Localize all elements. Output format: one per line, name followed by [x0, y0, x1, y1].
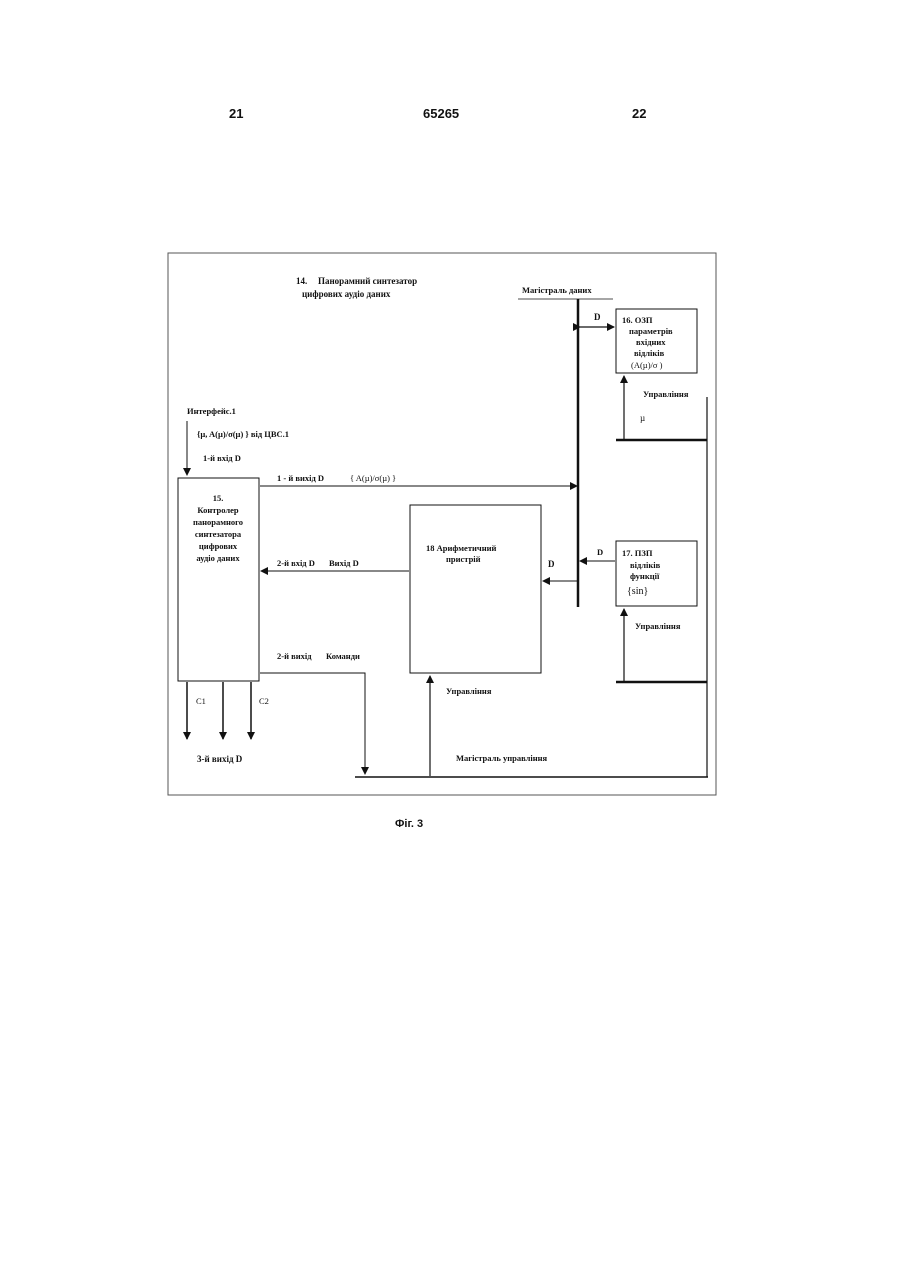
alu-control-label: Управління	[446, 686, 492, 696]
alu-output-label: Вихід D	[329, 558, 359, 568]
rom-line2: відліків	[630, 560, 661, 570]
ram-d-label: D	[594, 312, 601, 322]
output1-params: { A(µ)/σ(µ) }	[350, 473, 396, 483]
controller-line5: цифрових	[199, 541, 238, 551]
ram-line4: відліків	[634, 348, 665, 358]
controller-line1: 15.	[213, 493, 224, 503]
controller-line2: Контролер	[197, 505, 239, 515]
controller-line6: аудіо даних	[196, 553, 240, 563]
alu-line1: 18 Арифметичний	[426, 543, 496, 553]
alu-block	[410, 505, 541, 673]
diagram-title-line1: Панорамний синтезатор	[318, 276, 417, 286]
interface-params: {µ, A(µ)/σ(µ) } від ЦВС.1	[197, 429, 289, 439]
interface-label: Интерфейс.1	[187, 406, 236, 416]
rom-d-label: D	[597, 547, 603, 557]
output3-label: 3-й вихід D	[197, 754, 243, 764]
control-bus-label: Магістраль управління	[456, 753, 548, 763]
c2-label: C2	[259, 696, 269, 706]
commands-arrow	[260, 673, 365, 774]
alu-line2: пристрій	[446, 554, 481, 564]
data-bus-label: Магістраль даних	[522, 285, 592, 295]
rom-line4: {sin}	[627, 586, 648, 597]
alu-d-label: D	[548, 559, 555, 569]
c1-label: C1	[196, 696, 206, 706]
ram-line5: (A(µ)/σ )	[631, 360, 663, 370]
input2-label: 2-й вхід D	[277, 558, 315, 568]
mu-label: µ	[640, 413, 645, 423]
rom-line1: 17. ПЗП	[622, 548, 653, 558]
controller-line3: панорамного	[193, 517, 243, 527]
diagram-title-number: 14.	[296, 276, 307, 286]
output2-label: 2-й вихід	[277, 651, 312, 661]
ram-line2: параметрів	[629, 326, 673, 336]
ram-line3: вхідних	[636, 337, 666, 347]
rom-control-label: Управління	[635, 621, 681, 631]
controller-line4: синтезатора	[195, 529, 242, 539]
output1-label: 1 - й вихід D	[277, 473, 324, 483]
rom-line3: функції	[630, 571, 660, 581]
ram-line1: 16. ОЗП	[622, 315, 653, 325]
ram-control-label: Управління	[643, 389, 689, 399]
diagram-title-line2: цифрових аудіо даних	[302, 289, 391, 299]
commands-label: Команди	[326, 651, 360, 661]
input1-label: 1-й вхід D	[203, 453, 241, 463]
figure-caption: Фіг. 3	[395, 818, 423, 830]
